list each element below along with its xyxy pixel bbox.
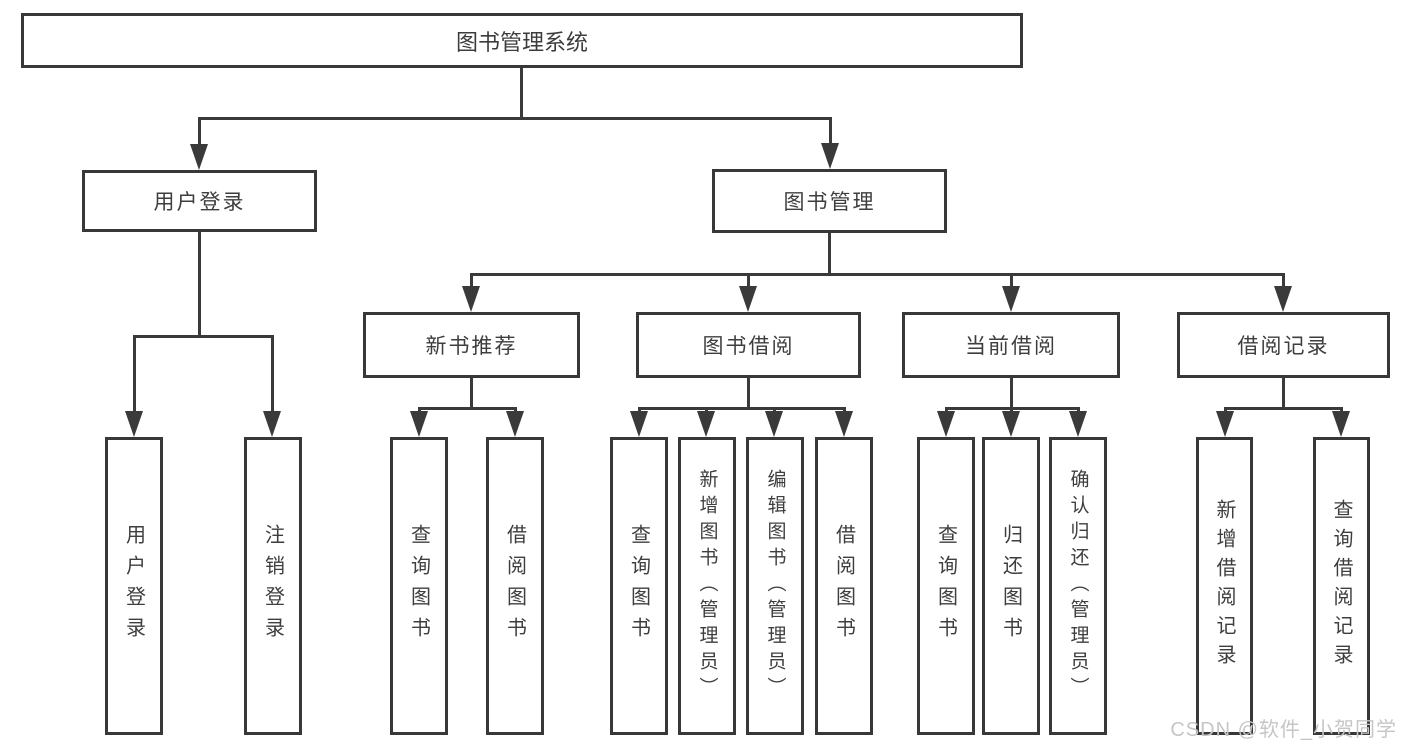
connector-line bbox=[1282, 273, 1285, 287]
connector-line bbox=[1224, 407, 1227, 413]
connector-line bbox=[773, 407, 776, 413]
connector-line bbox=[418, 407, 421, 413]
leaf-borrow-borrow-books: 借阅图书 bbox=[815, 437, 873, 735]
arrowhead-down bbox=[1002, 411, 1020, 437]
leaf-current-confirm-return-admin: 确认归还（管理员） bbox=[1049, 437, 1107, 735]
leaf-borrow-edit-books-admin: 编辑图书（管理员） bbox=[746, 437, 804, 735]
node-root: 图书管理系统 bbox=[21, 13, 1023, 68]
connector-line bbox=[514, 407, 517, 413]
arrowhead-down bbox=[410, 411, 428, 437]
arrowhead-down bbox=[765, 411, 783, 437]
connector-line bbox=[133, 335, 136, 412]
node-user-login: 用户登录 bbox=[82, 170, 317, 232]
connector-line bbox=[470, 273, 1285, 276]
leaf-current-query-books: 查询图书 bbox=[917, 437, 975, 735]
connector-line bbox=[520, 68, 523, 118]
arrowhead-down bbox=[835, 411, 853, 437]
node-borrow-records: 借阅记录 bbox=[1177, 312, 1390, 378]
connector-line bbox=[198, 232, 201, 338]
connector-line bbox=[198, 117, 832, 120]
arrowhead-down bbox=[506, 411, 524, 437]
connector-line bbox=[705, 407, 708, 413]
leaf-logout: 注销登录 bbox=[244, 437, 302, 735]
connector-line bbox=[271, 335, 274, 412]
leaf-records-add-borrow-record: 新增借阅记录 bbox=[1196, 437, 1253, 735]
connector-line bbox=[843, 407, 846, 413]
connector-line bbox=[638, 407, 641, 413]
connector-line bbox=[418, 407, 517, 410]
arrowhead-down bbox=[937, 411, 955, 437]
arrowhead-down bbox=[697, 411, 715, 437]
arrowhead-down bbox=[190, 144, 208, 170]
connector-line bbox=[747, 378, 750, 410]
connector-line bbox=[198, 117, 201, 145]
leaf-newbook-query-books: 查询图书 bbox=[390, 437, 448, 735]
leaf-borrow-add-books-admin: 新增图书（管理员） bbox=[678, 437, 736, 735]
arrowhead-down bbox=[739, 286, 757, 312]
connector-line bbox=[828, 233, 831, 276]
node-book-management: 图书管理 bbox=[712, 169, 947, 233]
arrowhead-down bbox=[125, 411, 143, 437]
connector-line bbox=[747, 273, 750, 287]
connector-line bbox=[470, 273, 473, 287]
connector-line bbox=[1224, 407, 1342, 410]
arrowhead-down bbox=[821, 143, 839, 169]
connector-line bbox=[470, 378, 473, 410]
connector-line bbox=[829, 117, 832, 145]
arrowhead-down bbox=[630, 411, 648, 437]
node-book-borrow: 图书借阅 bbox=[636, 312, 861, 378]
connector-line bbox=[133, 335, 274, 338]
arrowhead-down bbox=[1274, 286, 1292, 312]
arrowhead-down bbox=[1002, 286, 1020, 312]
leaf-records-query-borrow-record: 查询借阅记录 bbox=[1313, 437, 1370, 735]
connector-line bbox=[1010, 273, 1013, 287]
watermark: CSDN @软件_小贺同学 bbox=[1170, 719, 1397, 741]
arrowhead-down bbox=[1332, 411, 1350, 437]
connector-line bbox=[945, 407, 948, 413]
arrowhead-down bbox=[462, 286, 480, 312]
connector-line bbox=[1077, 407, 1080, 413]
connector-line bbox=[1340, 407, 1343, 413]
connector-line bbox=[1010, 407, 1013, 413]
node-current-borrow: 当前借阅 bbox=[902, 312, 1120, 378]
leaf-current-return-books: 归还图书 bbox=[982, 437, 1040, 735]
arrowhead-down bbox=[263, 411, 281, 437]
connector-line bbox=[638, 407, 846, 410]
connector-line bbox=[1010, 378, 1013, 410]
arrowhead-down bbox=[1069, 411, 1087, 437]
connector-line bbox=[1282, 378, 1285, 410]
leaf-newbook-borrow-books: 借阅图书 bbox=[486, 437, 544, 735]
leaf-user-login: 用户登录 bbox=[105, 437, 163, 735]
node-new-book-recommend: 新书推荐 bbox=[363, 312, 580, 378]
arrowhead-down bbox=[1216, 411, 1234, 437]
leaf-borrow-query-books: 查询图书 bbox=[610, 437, 668, 735]
